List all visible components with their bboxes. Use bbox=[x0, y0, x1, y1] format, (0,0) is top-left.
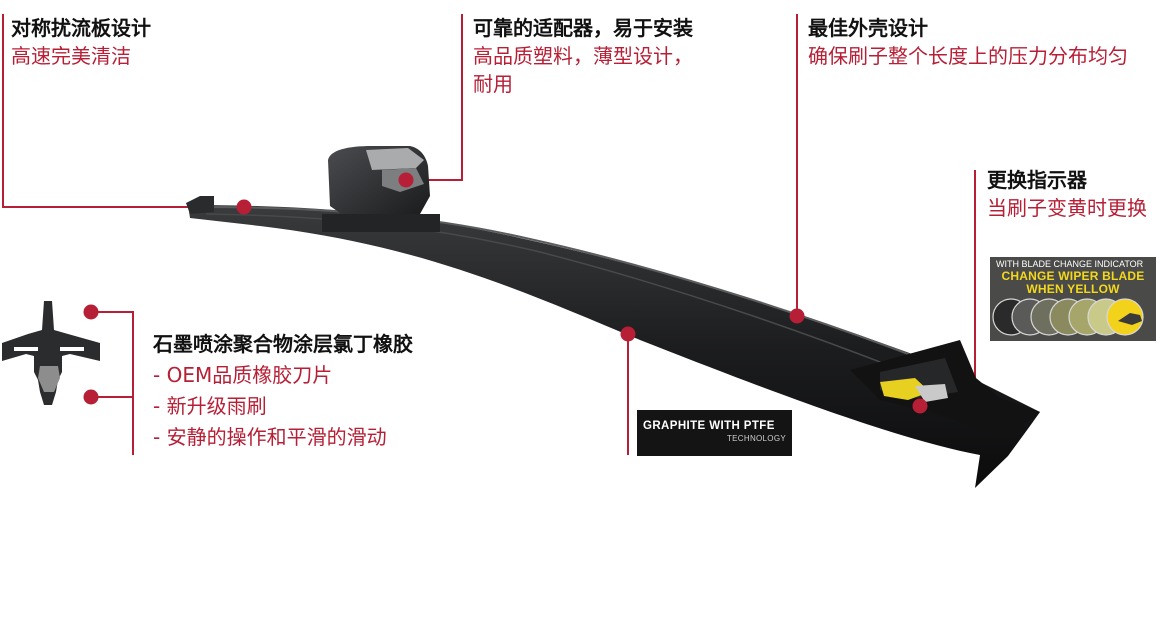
callout-spoiler-title: 对称扰流板设计 bbox=[11, 16, 151, 40]
callout-indicator: 更换指示器 当刷子变黄时更换 bbox=[987, 166, 1147, 222]
indicator-card-caption: WITH BLADE CHANGE INDICATOR bbox=[996, 259, 1144, 269]
callout-spoiler: 对称扰流板设计 高速完美清洁 bbox=[11, 14, 151, 70]
callout-rubber-bullet: - 新升级雨刷 bbox=[153, 394, 267, 418]
blade-change-indicator-card: WITH BLADE CHANGE INDICATOR CHANGE WIPER… bbox=[990, 257, 1156, 341]
callout-design-title: 最佳外壳设计 bbox=[808, 16, 928, 40]
callout-dots bbox=[83, 172, 928, 414]
leader-lines bbox=[2, 14, 976, 455]
callout-rubber-bullet: - 安静的操作和平滑的滑动 bbox=[153, 425, 387, 449]
callout-rubber-bullet: - OEM品质橡胶刀片 bbox=[153, 363, 333, 387]
callout-spoiler-subtitle: 高速完美清洁 bbox=[11, 44, 131, 68]
indicator-card-headline-1: CHANGE WIPER BLADE bbox=[1001, 269, 1145, 283]
callout-rubber-title: 石墨喷涂聚合物涂层氯丁橡胶 bbox=[153, 332, 413, 356]
callout-indicator-subtitle: 当刷子变黄时更换 bbox=[987, 196, 1147, 220]
callout-adapter-subtitle-line-1: 高品质塑料，薄型设计， bbox=[473, 44, 693, 68]
graphite-badge-title: GRAPHITE WITH PTFE bbox=[643, 420, 775, 432]
callout-design-subtitle: 确保刷子整个长度上的压力分布均匀 bbox=[808, 44, 1128, 68]
callout-rubber: 石墨喷涂聚合物涂层氯丁橡胶 - OEM品质橡胶刀片 - 新升级雨刷 - 安静的操… bbox=[153, 330, 413, 451]
callout-indicator-title: 更换指示器 bbox=[987, 168, 1087, 192]
graphite-ptfe-badge: GRAPHITE WITH PTFE TECHNOLOGY bbox=[637, 410, 792, 456]
callout-adapter: 可靠的适配器，易于安装 高品质塑料，薄型设计， 耐用 bbox=[473, 14, 693, 98]
callout-adapter-title: 可靠的适配器，易于安装 bbox=[473, 16, 693, 40]
indicator-card-headline-2: WHEN YELLOW bbox=[1026, 282, 1120, 296]
pointing-hand-icon bbox=[1118, 313, 1142, 325]
callout-adapter-subtitle-line-2: 耐用 bbox=[473, 72, 513, 96]
rubber-profile-icon bbox=[2, 301, 100, 405]
callout-design: 最佳外壳设计 确保刷子整个长度上的压力分布均匀 bbox=[808, 14, 1128, 70]
indicator-color-swatches bbox=[992, 298, 1144, 336]
graphite-badge-caption: TECHNOLOGY bbox=[726, 434, 786, 443]
